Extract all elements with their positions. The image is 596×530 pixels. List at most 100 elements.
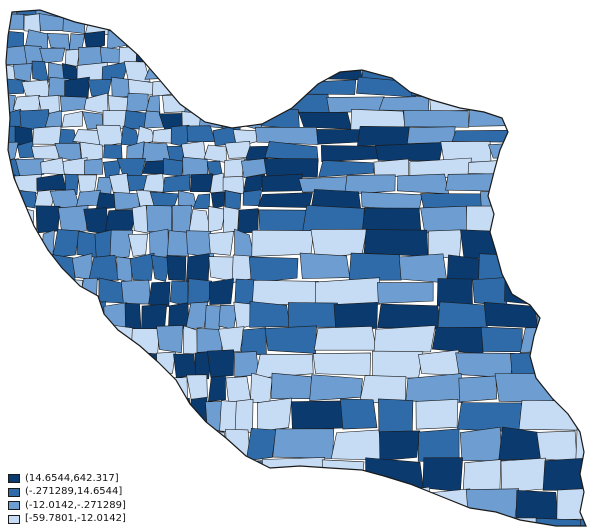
- district-polygon: [383, 486, 430, 524]
- district-polygon: [272, 10, 330, 15]
- district-polygon: [113, 191, 140, 210]
- district-polygon: [305, 79, 357, 95]
- district-polygon: [513, 158, 564, 178]
- district-polygon: [20, 326, 39, 353]
- district-polygon: [163, 457, 187, 492]
- district-polygon: [201, 28, 222, 50]
- district-polygon: [109, 13, 137, 35]
- district-polygon: [80, 10, 103, 18]
- district-polygon: [263, 77, 308, 98]
- district-polygon: [100, 349, 120, 378]
- district-polygon: [240, 45, 268, 67]
- district-polygon: [406, 126, 456, 144]
- district-polygon: [259, 108, 300, 129]
- district-polygon: [158, 488, 186, 520]
- district-polygon: [68, 304, 91, 329]
- district-polygon: [569, 92, 586, 112]
- district-polygon: [522, 10, 582, 15]
- legend-label: [-59.7801,-12.0142]: [25, 513, 126, 525]
- district-polygon: [552, 376, 586, 404]
- district-polygon: [304, 14, 357, 35]
- district-polygon: [263, 13, 305, 35]
- district-polygon: [578, 253, 586, 283]
- district-polygon: [512, 33, 559, 51]
- district-polygon: [95, 192, 117, 210]
- district-polygon: [464, 45, 516, 67]
- district-polygon: [251, 229, 315, 257]
- district-polygon: [348, 252, 402, 281]
- district-polygon: [518, 400, 583, 431]
- district-polygon: [219, 10, 245, 17]
- district-polygon: [173, 14, 202, 32]
- district-polygon: [547, 277, 586, 304]
- district-polygon: [163, 158, 184, 177]
- district-polygon: [312, 516, 351, 526]
- district-polygon: [330, 429, 384, 461]
- district-polygon: [32, 374, 55, 403]
- district-polygon: [248, 256, 299, 284]
- district-polygon: [446, 254, 482, 282]
- district-polygon: [234, 228, 255, 259]
- district-polygon: [56, 373, 75, 401]
- district-polygon: [184, 430, 213, 461]
- district-polygon: [18, 400, 36, 432]
- district-polygon: [236, 95, 268, 114]
- district-polygon: [519, 326, 576, 353]
- district-polygon: [548, 76, 586, 95]
- district-polygon: [458, 375, 498, 403]
- district-polygon: [213, 490, 236, 522]
- district-polygon: [127, 233, 148, 257]
- district-polygon: [35, 205, 61, 234]
- district-polygon: [131, 457, 146, 494]
- district-polygon: [6, 256, 14, 283]
- district-polygon: [88, 300, 106, 327]
- district-polygon: [160, 45, 185, 64]
- district-polygon: [55, 278, 83, 307]
- district-polygon: [204, 305, 221, 330]
- legend-label: (-.271289,14.6544]: [25, 486, 123, 498]
- district-polygon: [258, 61, 320, 83]
- district-polygon: [183, 325, 198, 355]
- district-polygon: [515, 490, 559, 523]
- district-polygon: [536, 304, 586, 331]
- district-polygon: [422, 457, 464, 493]
- district-polygon: [483, 301, 538, 329]
- district-polygon: [272, 428, 335, 459]
- district-polygon: [373, 325, 436, 354]
- district-polygon: [405, 373, 463, 403]
- district-polygon: [378, 398, 414, 434]
- district-polygon: [237, 78, 266, 98]
- district-polygon: [208, 78, 228, 97]
- district-polygon: [263, 158, 319, 178]
- district-polygon: [568, 13, 586, 35]
- district-polygon: [563, 44, 586, 66]
- district-polygon: [95, 124, 124, 148]
- district-polygon: [429, 98, 491, 112]
- district-polygon: [344, 174, 396, 195]
- district-polygon: [149, 29, 170, 49]
- district-polygon: [511, 60, 560, 84]
- district-polygon: [254, 353, 314, 379]
- district-polygon: [356, 15, 416, 36]
- district-polygon: [349, 517, 402, 526]
- district-polygon: [105, 209, 137, 233]
- district-polygon: [156, 325, 184, 354]
- district-polygon: [257, 192, 313, 208]
- district-polygon: [120, 279, 152, 305]
- district-polygon: [462, 459, 502, 494]
- district-polygon: [240, 13, 269, 33]
- district-polygon: [261, 173, 303, 192]
- legend-item: (14.6544,642.317]: [8, 472, 126, 486]
- legend-swatch: [8, 514, 20, 524]
- district-polygon: [38, 348, 61, 378]
- district-polygon: [495, 172, 542, 194]
- district-polygon: [312, 352, 372, 376]
- district-polygon: [545, 207, 586, 235]
- district-polygon: [204, 458, 223, 493]
- district-polygon: [36, 326, 56, 355]
- district-polygon: [116, 158, 146, 177]
- district-polygon: [145, 95, 161, 114]
- district-polygon: [84, 158, 104, 175]
- legend-swatch: [8, 487, 20, 497]
